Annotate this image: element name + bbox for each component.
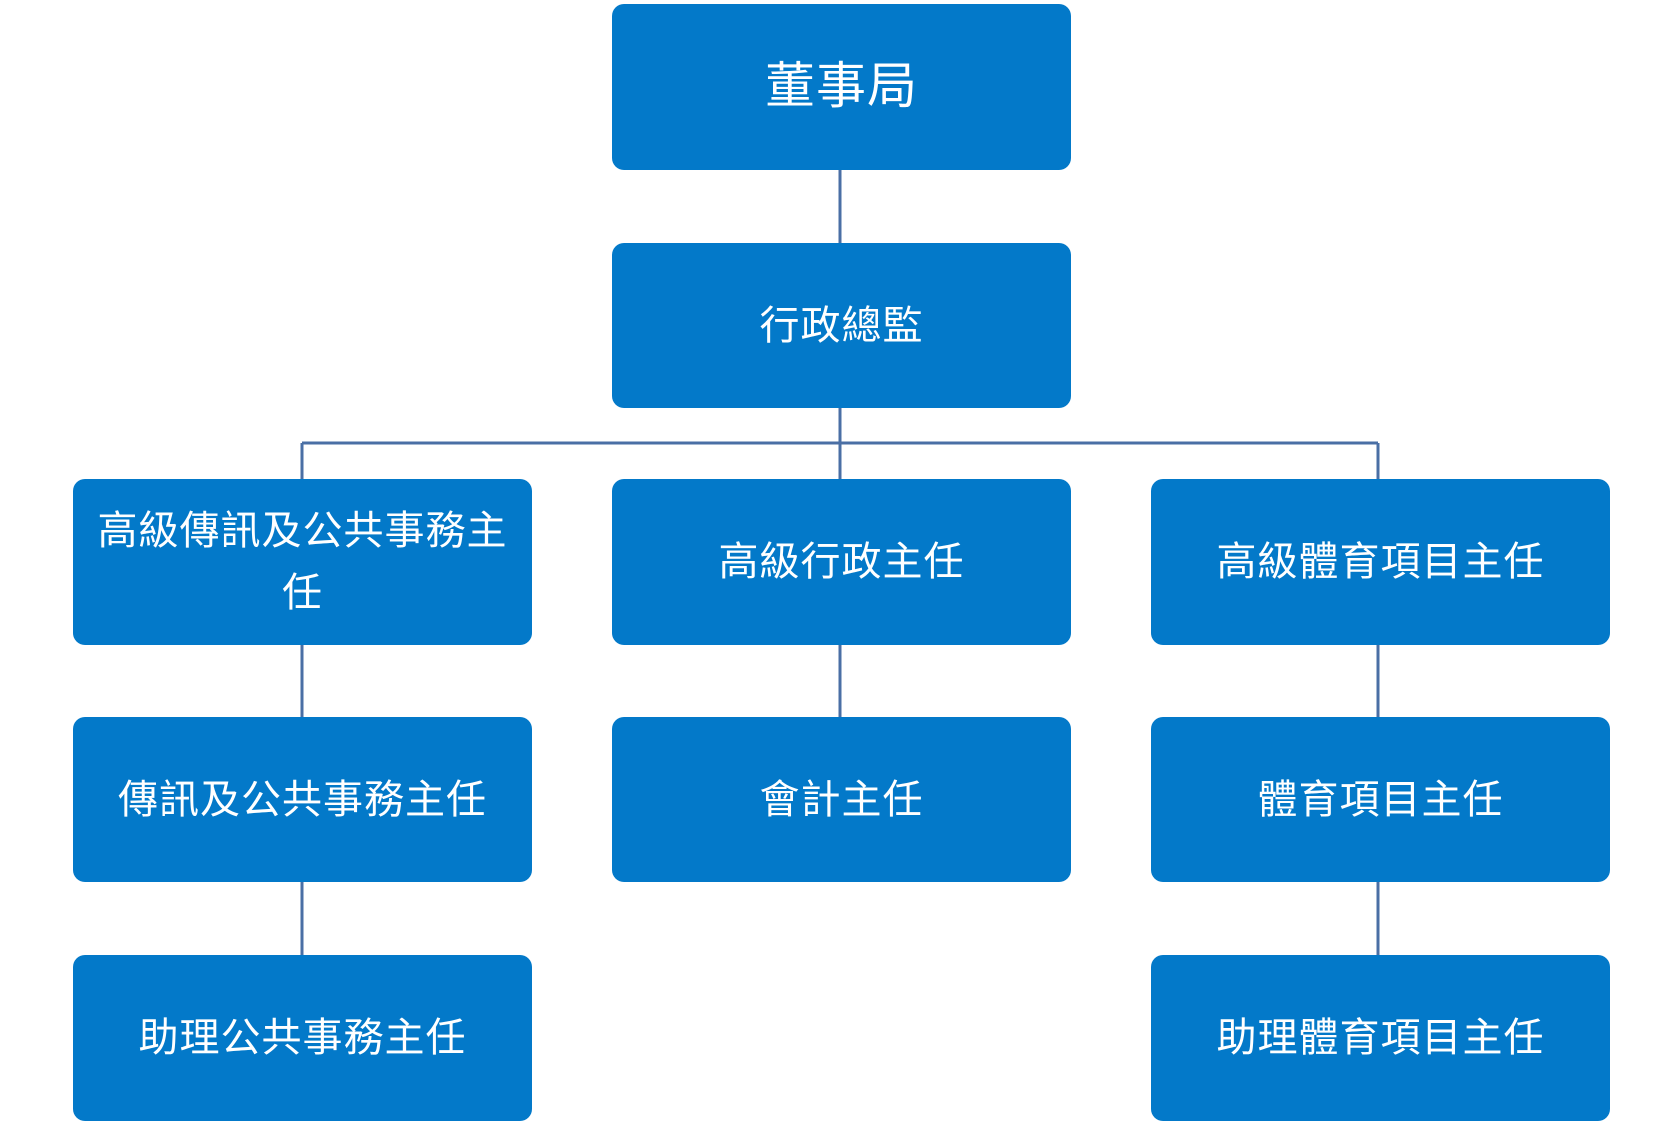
sports-officer-box: 體育項目主任 bbox=[1151, 717, 1610, 882]
senior-sports-officer-label: 高級體育項目主任 bbox=[1216, 539, 1545, 585]
accounting-officer-label: 會計主任 bbox=[759, 776, 924, 823]
sports-officer-label: 體育項目主任 bbox=[1257, 776, 1504, 823]
comms-officer-box: 傳訊及公共事務主任 bbox=[73, 717, 532, 882]
executive-director-box: 行政總監 bbox=[612, 243, 1071, 408]
comms-officer-label: 傳訊及公共事務主任 bbox=[118, 776, 487, 823]
assistant-sports-officer-label: 助理體育項目主任 bbox=[1216, 1015, 1545, 1061]
accounting-officer-box: 會計主任 bbox=[612, 717, 1071, 882]
board-label: 董事局 bbox=[765, 57, 918, 116]
executive-director-label: 行政總監 bbox=[759, 302, 924, 349]
assistant-public-affairs-officer-label: 助理公共事務主任 bbox=[138, 1015, 467, 1061]
senior-sports-officer-box: 高級體育項目主任 bbox=[1151, 479, 1610, 645]
assistant-public-affairs-officer-box: 助理公共事務主任 bbox=[73, 955, 532, 1121]
senior-comms-officer-label: 高級傳訊及公共事務主任 bbox=[97, 508, 508, 616]
assistant-sports-officer-box: 助理體育項目主任 bbox=[1151, 955, 1610, 1121]
board-box: 董事局 bbox=[612, 4, 1071, 170]
senior-admin-officer-box: 高級行政主任 bbox=[612, 479, 1071, 645]
senior-admin-officer-label: 高級行政主任 bbox=[718, 539, 965, 585]
senior-comms-officer-box: 高級傳訊及公共事務主任 bbox=[73, 479, 532, 645]
